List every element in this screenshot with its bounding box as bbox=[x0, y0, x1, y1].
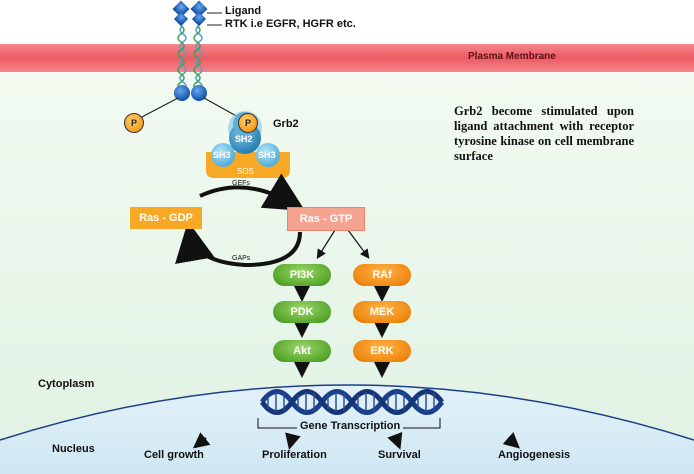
raf-node: RAf bbox=[353, 264, 411, 286]
sh2-label: SH2 bbox=[235, 134, 253, 144]
akt-node: Akt bbox=[273, 340, 331, 362]
gefs-label: GEFs bbox=[232, 180, 250, 187]
plasma-membrane-band bbox=[0, 44, 694, 72]
ras-to-raf-arrow bbox=[347, 229, 370, 259]
angiogenesis-label: Angiogenesis bbox=[498, 449, 571, 461]
survival-arrow bbox=[387, 431, 403, 450]
survival-label: Survival bbox=[378, 449, 421, 461]
phospho-arm-left bbox=[139, 97, 179, 119]
proliferation-label: Proliferation bbox=[262, 449, 327, 461]
ras-gtp-box: Ras - GTP bbox=[287, 207, 365, 231]
gene-transcription-label: Gene Transcription bbox=[297, 420, 404, 432]
proliferation-arrow bbox=[285, 432, 301, 450]
rtk-label: RTK i.e EGFR, HGFR etc. bbox=[225, 18, 356, 30]
phosphate-right-icon: P bbox=[238, 113, 258, 133]
grb2-label: Grb2 bbox=[273, 118, 299, 130]
receptor-kinase-left bbox=[174, 85, 190, 101]
sh3-left-icon bbox=[211, 143, 235, 167]
cell-growth-label: Cell growth bbox=[144, 449, 204, 461]
gef-arrow bbox=[199, 173, 306, 212]
ras-to-pi3k-arrow bbox=[316, 229, 336, 260]
cytoplasm-label: Cytoplasm bbox=[38, 378, 95, 390]
plasma-membrane-label: Plasma Membrane bbox=[468, 51, 556, 62]
receptor-kinase-right bbox=[191, 85, 207, 101]
sh3-left-label: SH3 bbox=[213, 150, 231, 160]
sh3-right-label: SH3 bbox=[258, 150, 276, 160]
erk-node: ERK bbox=[353, 340, 411, 362]
dna-helix-icon bbox=[259, 389, 445, 415]
mek-node: MEK bbox=[353, 301, 411, 323]
description-text: Grb2 become stimulated upon ligand attac… bbox=[454, 104, 634, 163]
pi3k-node: PI3K bbox=[273, 264, 331, 286]
sos-label: SOS bbox=[237, 167, 254, 176]
phospho-arm-right bbox=[203, 97, 241, 119]
ras-gdp-box: Ras - GDP bbox=[130, 207, 202, 229]
rtk-receptor-icon bbox=[177, 25, 203, 91]
gap-arrow bbox=[175, 221, 302, 268]
pdk-node: PDK bbox=[273, 301, 331, 323]
extracellular-region bbox=[0, 0, 694, 44]
sh3-right-icon bbox=[256, 143, 280, 167]
nuclear-membrane bbox=[0, 384, 694, 441]
nucleus-label: Nucleus bbox=[52, 443, 95, 455]
cell-growth-arrow bbox=[192, 432, 211, 449]
ligand-label: Ligand bbox=[225, 5, 262, 17]
gaps-label: GAPs bbox=[232, 255, 251, 262]
angiogenesis-arrow bbox=[502, 432, 520, 449]
phosphate-left-icon: P bbox=[124, 113, 144, 133]
